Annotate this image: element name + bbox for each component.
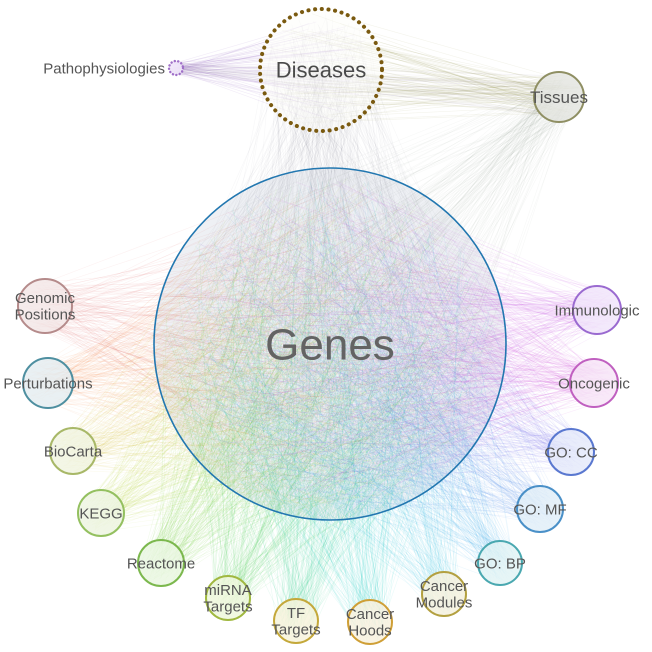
- node-label-go-mf: GO: MF: [513, 501, 566, 518]
- edge-bundle-tissues-genes: [176, 75, 580, 509]
- edge-bundle-genomic-positions-genes: [22, 183, 496, 505]
- node-circle-immunologic[interactable]: [572, 285, 622, 335]
- edge-bundle-oncogenic-genes: [167, 184, 616, 504]
- node-label-reactome: Reactome: [127, 555, 195, 572]
- edge-bundle-perturbations-genes: [25, 185, 496, 509]
- node-circle-kegg[interactable]: [77, 489, 125, 537]
- node-circle-tf-targets[interactable]: [273, 598, 319, 644]
- node-label-biocarta: BioCarta: [44, 443, 103, 460]
- node-circle-tissues[interactable]: [533, 71, 585, 123]
- node-circle-diseases[interactable]: [258, 7, 384, 133]
- node-label-genes: Genes: [265, 320, 395, 369]
- edge-bundle-pathophysiologies-diseases: [169, 21, 369, 122]
- node-label-go-cc: GO: CC: [544, 444, 598, 461]
- edge-bundle-tf-targets-genes: [163, 189, 497, 642]
- node-circle-biocarta[interactable]: [49, 427, 97, 475]
- node-label-pathophysiologies: Pathophysiologies: [43, 60, 165, 77]
- edge-bundle-go-mf-genes: [175, 189, 560, 529]
- node-label-oncogenic: Oncogenic: [558, 375, 630, 392]
- edge-bundle-go-cc-genes: [179, 182, 591, 509]
- node-circle-perturbations[interactable]: [22, 357, 74, 409]
- node-circle-reactome[interactable]: [137, 539, 185, 587]
- edge-bundle-mirna-targets-genes: [166, 186, 497, 619]
- edge-bundle-immunologic-genes: [163, 181, 619, 509]
- genes-disc-tint: [154, 168, 506, 520]
- node-label-immunologic: Immunologic: [554, 302, 640, 319]
- node-label-kegg: KEGG: [79, 505, 122, 522]
- edge-bundle-tissues-diseases: [263, 13, 580, 124]
- node-label-tissues: Tissues: [530, 88, 588, 107]
- node-circle-genes[interactable]: [153, 167, 507, 521]
- node-circle-oncogenic[interactable]: [569, 358, 619, 408]
- node-label-go-bp: GO: BP: [474, 555, 526, 572]
- node-circle-cancer-modules[interactable]: [421, 571, 467, 617]
- node-label-perturbations: Perturbations: [3, 375, 92, 392]
- edge-bundle-pathophysiologies-tissues: [171, 63, 582, 118]
- node-circle-mirna-targets[interactable]: [205, 575, 251, 621]
- node-circle-cancer-hoods[interactable]: [347, 599, 393, 645]
- edge-bundle-cancer-hoods-genes: [169, 178, 492, 642]
- node-circle-go-bp[interactable]: [477, 540, 523, 586]
- edge-bundle-reactome-genes: [140, 178, 486, 584]
- node-circle-genomic-positions[interactable]: [17, 278, 73, 334]
- node-circle-go-mf[interactable]: [516, 485, 564, 533]
- node-label-diseases: Diseases: [276, 58, 366, 83]
- node-circle-go-cc[interactable]: [547, 428, 595, 476]
- edge-bundle-kegg-genes: [80, 178, 478, 532]
- edge-bundle-diseases-genes: [163, 14, 492, 510]
- node-circle-pathophysiologies[interactable]: [167, 59, 185, 77]
